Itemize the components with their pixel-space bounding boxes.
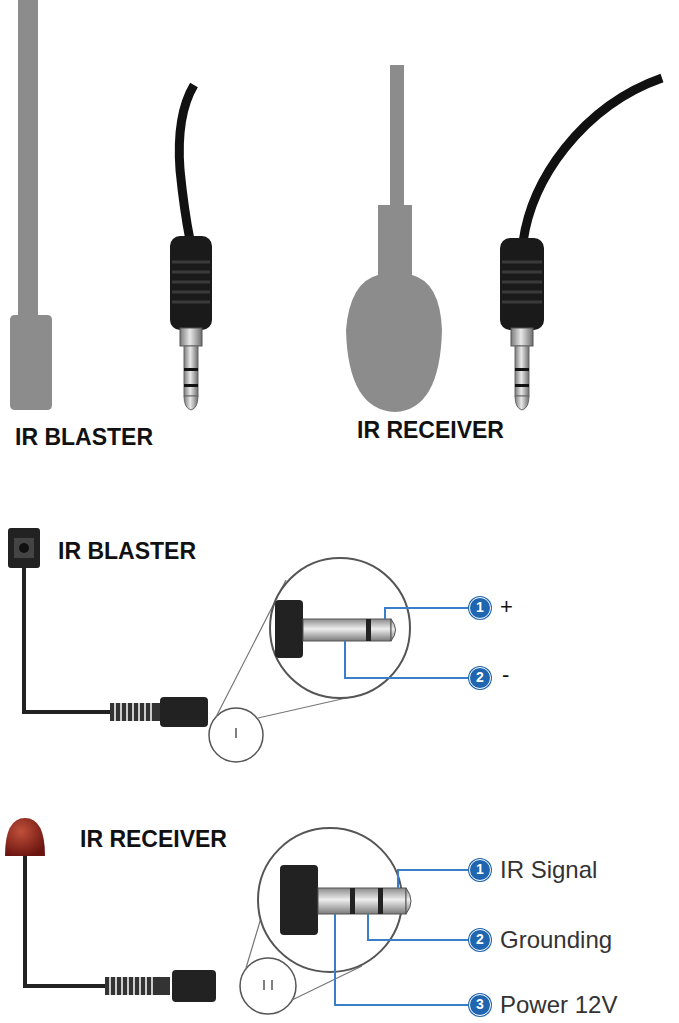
part-name: IR RECEIVER: [80, 826, 227, 853]
grip-ridges: [502, 262, 542, 302]
plug-ring: [515, 384, 529, 387]
callout-digit: 2: [470, 930, 490, 949]
plug-collar: [511, 328, 533, 346]
jack-overmold: [170, 236, 212, 330]
jack-overmold: [500, 238, 544, 330]
plug-ring: [184, 368, 198, 371]
plug-sleeve: [318, 888, 406, 914]
plug-body: [275, 600, 303, 658]
callout-digit: 2: [470, 668, 490, 687]
grip-ridges: [172, 262, 210, 302]
relief-ridges: [115, 703, 151, 721]
blaster-window: [14, 538, 34, 558]
callout-number: 3: [469, 994, 491, 1016]
plug-collar: [180, 328, 202, 346]
leader-line: [335, 914, 469, 1005]
cable: [179, 85, 194, 240]
plug-ring: [378, 888, 383, 914]
callout-digit: 1: [470, 598, 490, 617]
blaster-silhouette: [10, 0, 52, 410]
pin-polarity: +: [500, 594, 513, 620]
callout-number: 1: [469, 597, 491, 619]
detail-marker: [240, 958, 296, 1014]
plug-ring: [350, 888, 355, 914]
plug-body: [172, 970, 216, 1002]
part-name: IR RECEIVER: [357, 417, 504, 444]
detail-mark: [264, 980, 272, 990]
plug-tip: [406, 888, 411, 914]
strain-relief: [105, 977, 170, 995]
relief-ridges: [110, 977, 152, 995]
plug-ring: [184, 384, 198, 387]
plug-ring: [515, 368, 529, 371]
leader-line: [368, 914, 469, 940]
leader-line: [398, 870, 469, 888]
part-name: IR BLASTER: [15, 424, 153, 451]
callout-number: 2: [469, 667, 491, 689]
cable: [523, 78, 662, 242]
plug-body: [280, 865, 318, 935]
receiver-silhouette: [346, 65, 442, 412]
callout-digit: 1: [470, 860, 490, 879]
plug-body: [160, 697, 208, 727]
callout-digit: 3: [470, 995, 490, 1014]
signal-name: Grounding: [500, 926, 612, 954]
pin-polarity: -: [502, 662, 509, 688]
callout-number: 2: [469, 929, 491, 951]
cable: [25, 856, 105, 986]
plug-sleeve: [184, 346, 198, 396]
leader-line: [345, 641, 469, 678]
blaster-led: [19, 543, 29, 553]
cable: [24, 568, 110, 712]
plug-tip: [184, 396, 198, 410]
detail-mark: [235, 728, 237, 738]
signal-name: Power 12V: [500, 991, 617, 1019]
plug-tip: [515, 396, 529, 410]
plug-sleeve: [303, 619, 391, 641]
part-name: IR BLASTER: [58, 538, 196, 565]
receiver-head: [5, 818, 45, 856]
signal-name: IR Signal: [500, 856, 597, 884]
blaster-head: [8, 528, 40, 568]
leader-line: [385, 608, 469, 619]
plug-tip: [391, 619, 396, 641]
callout-number: 1: [469, 859, 491, 881]
strain-relief: [110, 703, 160, 721]
plug-sleeve: [515, 346, 529, 396]
plug-ring: [366, 619, 371, 641]
